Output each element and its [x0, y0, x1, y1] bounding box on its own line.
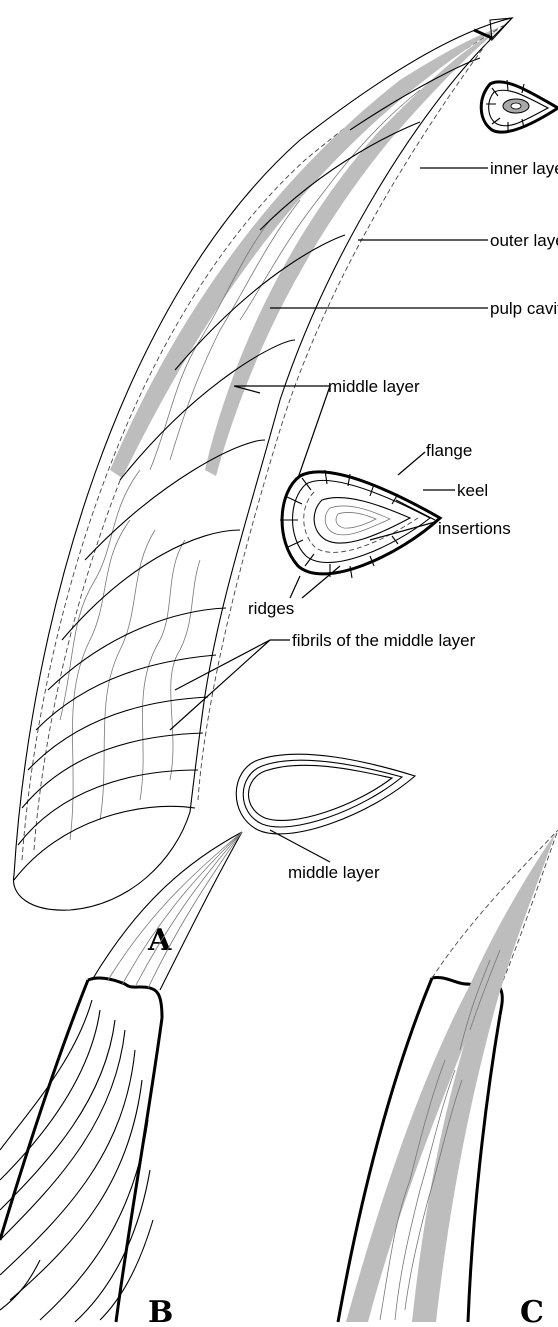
label-flange: flange [426, 441, 472, 460]
base-cross-section [236, 754, 415, 834]
label-keel: keel [457, 481, 488, 500]
panel-label-b: B [148, 1295, 173, 1327]
label-ridges: ridges [248, 599, 294, 618]
label-pulp-cavity: pulp cavity [490, 299, 558, 318]
tip-cross-section [481, 80, 558, 132]
label-inner-layer: inner layer [490, 159, 558, 178]
panel-label-a: A [147, 923, 172, 958]
panel-label-c: C [520, 1295, 544, 1327]
label-insertions: insertions [438, 519, 511, 538]
panel-c [338, 830, 558, 1322]
label-fibrils: fibrils of the middle layer [292, 631, 476, 650]
label-middle-layer-section: middle layer [288, 863, 380, 882]
label-outer-layer: outer layer [490, 231, 558, 250]
spine-outline [13, 18, 512, 910]
leader-lines-a [170, 168, 488, 862]
mid-cross-section [280, 470, 440, 578]
panel-b [0, 832, 242, 1322]
label-middle-layer: middle layer [328, 377, 420, 396]
panel-a [13, 18, 512, 910]
